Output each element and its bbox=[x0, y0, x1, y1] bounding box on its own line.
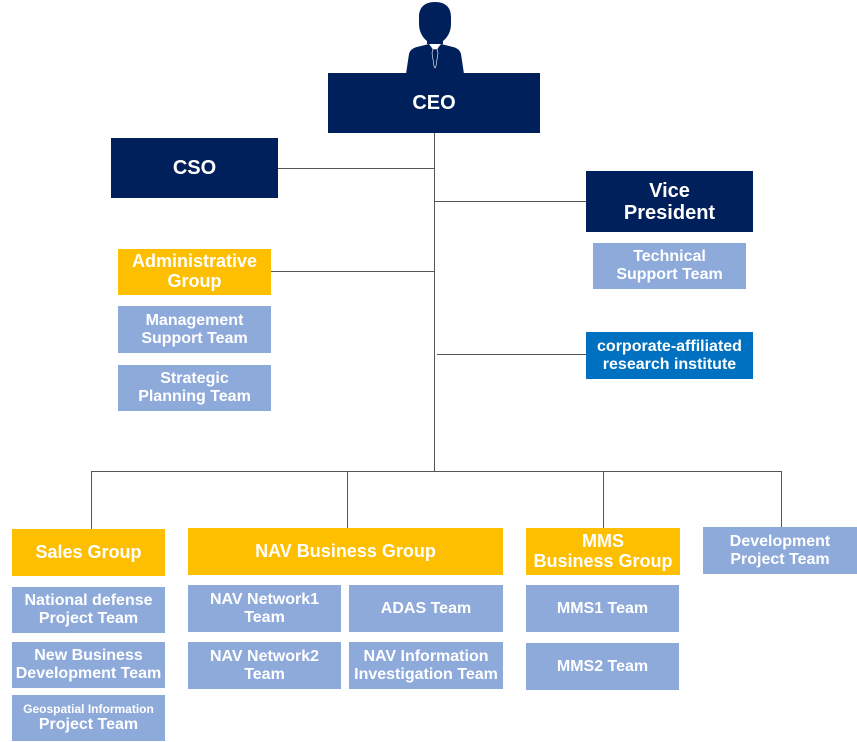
mms2-team-box[interactable]: MMS2 Team bbox=[526, 643, 679, 690]
connector-development-project-team bbox=[781, 471, 782, 528]
cso-box[interactable]: CSO bbox=[111, 138, 278, 198]
development-project-team-label: Development Project Team bbox=[729, 532, 831, 568]
connector-sales-group bbox=[91, 471, 92, 529]
cso-label: CSO bbox=[172, 157, 217, 179]
sales-group-box[interactable]: Sales Group bbox=[12, 529, 165, 576]
geospatial-information-project-team-box[interactable]: Geospatial Information Project Team bbox=[12, 695, 165, 741]
strategic-planning-team-box[interactable]: Strategic Planning Team bbox=[118, 365, 271, 411]
vice-president-label: Vice President bbox=[623, 179, 716, 224]
administrative-group-label: Administrative Group bbox=[131, 251, 258, 291]
management-support-team-box[interactable]: Management Support Team bbox=[118, 306, 271, 353]
mms-business-group-label: MMS Business Group bbox=[533, 530, 673, 571]
connector-bottom-bus bbox=[91, 471, 782, 472]
national-defense-project-team-label: National defense Project Team bbox=[24, 592, 153, 627]
vice-president-box[interactable]: Vice President bbox=[586, 171, 753, 232]
nav-business-group-box[interactable]: NAV Business Group bbox=[188, 528, 503, 575]
national-defense-project-team-box[interactable]: National defense Project Team bbox=[12, 587, 165, 633]
geospatial-information-label: Geospatial Information bbox=[23, 701, 154, 716]
connector-cso bbox=[278, 168, 434, 169]
connector-nav-business-group bbox=[347, 471, 348, 528]
mms-business-group-box[interactable]: MMS Business Group bbox=[526, 528, 680, 575]
connector-mms-business-group bbox=[603, 471, 604, 528]
mms2-team-label: MMS2 Team bbox=[556, 657, 649, 675]
project-team-label: Project Team bbox=[38, 715, 139, 733]
nav-information-investigation-team-box[interactable]: NAV Information Investigation Team bbox=[349, 642, 503, 689]
technical-support-team-box[interactable]: Technical Support Team bbox=[593, 243, 746, 289]
ceo-box[interactable]: CEO bbox=[328, 73, 540, 133]
nav-network1-team-box[interactable]: NAV Network1 Team bbox=[188, 585, 341, 632]
research-institute-label: corporate-affiliated research institute bbox=[597, 337, 742, 373]
management-support-team-label: Management Support Team bbox=[141, 311, 248, 347]
sales-group-label: Sales Group bbox=[35, 541, 142, 562]
ceo-label: CEO bbox=[412, 92, 456, 114]
adas-team-box[interactable]: ADAS Team bbox=[349, 585, 503, 632]
administrative-group-box[interactable]: Administrative Group bbox=[118, 249, 271, 295]
technical-support-team-label: Technical Support Team bbox=[616, 248, 723, 283]
mms1-team-box[interactable]: MMS1 Team bbox=[526, 585, 679, 632]
connector-vice-president bbox=[434, 201, 586, 202]
connector-ceo-trunk bbox=[434, 133, 435, 471]
nav-network2-team-box[interactable]: NAV Network2 Team bbox=[188, 642, 341, 689]
mms1-team-label: MMS1 Team bbox=[556, 599, 649, 617]
connector-research-institute bbox=[437, 354, 586, 355]
person-icon bbox=[406, 2, 464, 74]
development-project-team-box[interactable]: Development Project Team bbox=[703, 527, 857, 574]
adas-team-label: ADAS Team bbox=[380, 599, 472, 617]
nav-network1-team-label: NAV Network1 Team bbox=[209, 590, 320, 626]
nav-network2-team-label: NAV Network2 Team bbox=[209, 647, 320, 683]
nav-information-investigation-team-label: NAV Information Investigation Team bbox=[354, 647, 498, 683]
research-institute-box[interactable]: corporate-affiliated research institute bbox=[586, 332, 753, 379]
new-business-development-team-box[interactable]: New Business Development Team bbox=[12, 642, 165, 688]
connector-administrative-group bbox=[271, 271, 434, 272]
strategic-planning-team-label: Strategic Planning Team bbox=[138, 370, 251, 405]
nav-business-group-label: NAV Business Group bbox=[255, 540, 436, 561]
new-business-development-team-label: New Business Development Team bbox=[15, 647, 162, 682]
